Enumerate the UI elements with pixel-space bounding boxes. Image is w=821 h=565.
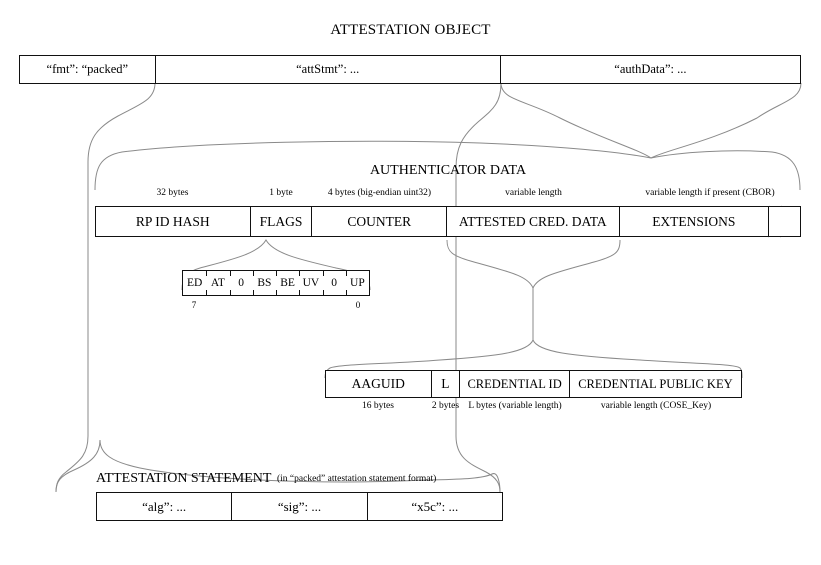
size-label-credential-public-key: variable length (COSE_Key)	[600, 401, 712, 411]
wire-attstmt-left	[55, 82, 156, 493]
attestation-object-row: “fmt”: “packed” “attStmt”: ... “authData…	[19, 55, 801, 84]
flag-bit-6[interactable]: AT	[206, 271, 229, 295]
flag-bit-7[interactable]: ED	[186, 277, 203, 289]
field-alg[interactable]: “alg”: ...	[97, 493, 233, 520]
flag-bit-3[interactable]: BE	[276, 271, 299, 295]
size-label-rp-id-hash: 32 bytes	[156, 188, 189, 198]
wire-authdata-peak-left	[500, 82, 652, 159]
field-attstmt[interactable]: “attStmt”: ...	[156, 56, 501, 83]
attestation-statement-row: “alg”: ... “sig”: ... “x5c”: ...	[96, 492, 503, 521]
attested-credential-data-row: AAGUID L CREDENTIAL ID CREDENTIAL PUBLIC…	[325, 370, 742, 398]
field-extensions-continuation	[769, 207, 800, 236]
size-label-aaguid: 16 bytes	[362, 401, 394, 411]
wire-attstmt-right	[455, 82, 502, 493]
size-label-l: 2 bytes	[431, 401, 460, 411]
flag-bit-1[interactable]: 0	[322, 271, 346, 295]
field-extensions[interactable]: EXTENSIONS	[620, 207, 770, 236]
wire-acd-upper-brace	[446, 239, 621, 290]
field-fmt[interactable]: “fmt”: “packed”	[20, 56, 156, 83]
flag-bit-2[interactable]: UV	[299, 271, 322, 295]
field-x5c[interactable]: “x5c”: ...	[411, 498, 459, 514]
size-label-flags: 1 byte	[269, 188, 293, 198]
field-l[interactable]: L	[432, 371, 461, 397]
field-credential-id[interactable]: CREDENTIAL ID	[460, 371, 570, 397]
field-counter[interactable]: COUNTER	[312, 207, 448, 236]
size-label-attested-cred-data: variable length	[505, 188, 562, 198]
field-aaguid[interactable]: AAGUID	[326, 371, 432, 397]
size-label-counter: 4 bytes (big-endian uint32)	[327, 188, 432, 198]
flag-bit-0[interactable]: UP	[345, 271, 369, 295]
field-credential-public-key[interactable]: CREDENTIAL PUBLIC KEY	[578, 376, 733, 391]
flags-high-bit-index: 7	[191, 300, 197, 310]
page-title: ATTESTATION OBJECT	[330, 22, 491, 38]
field-sig[interactable]: “sig”: ...	[232, 493, 368, 520]
size-label-extensions: variable length if present (CBOR)	[645, 188, 775, 198]
field-attested-cred-data[interactable]: ATTESTED CRED. DATA	[447, 207, 620, 236]
field-rp-id-hash[interactable]: RP ID HASH	[96, 207, 251, 236]
field-flags[interactable]: FLAGS	[251, 207, 313, 236]
attestation-statement-title: ATTESTATION STATEMENT	[96, 471, 272, 486]
wire-authdata-peak-right	[650, 82, 802, 159]
authenticator-data-row: RP ID HASH FLAGS COUNTER ATTESTED CRED. …	[95, 206, 801, 237]
flag-bit-4[interactable]: BS	[252, 271, 276, 295]
flag-bit-5[interactable]: 0	[229, 271, 253, 295]
flags-bit-row: ED AT 0 BS BE UV 0 UP	[182, 270, 370, 296]
attestation-statement-note: (in “packed” attestation statement forma…	[277, 474, 437, 484]
size-label-credential-id: L bytes (variable length)	[468, 401, 562, 411]
flags-low-bit-index: 0	[355, 300, 361, 310]
field-authdata[interactable]: “authData”: ...	[614, 62, 687, 76]
authenticator-data-title: AUTHENTICATOR DATA	[369, 163, 527, 178]
